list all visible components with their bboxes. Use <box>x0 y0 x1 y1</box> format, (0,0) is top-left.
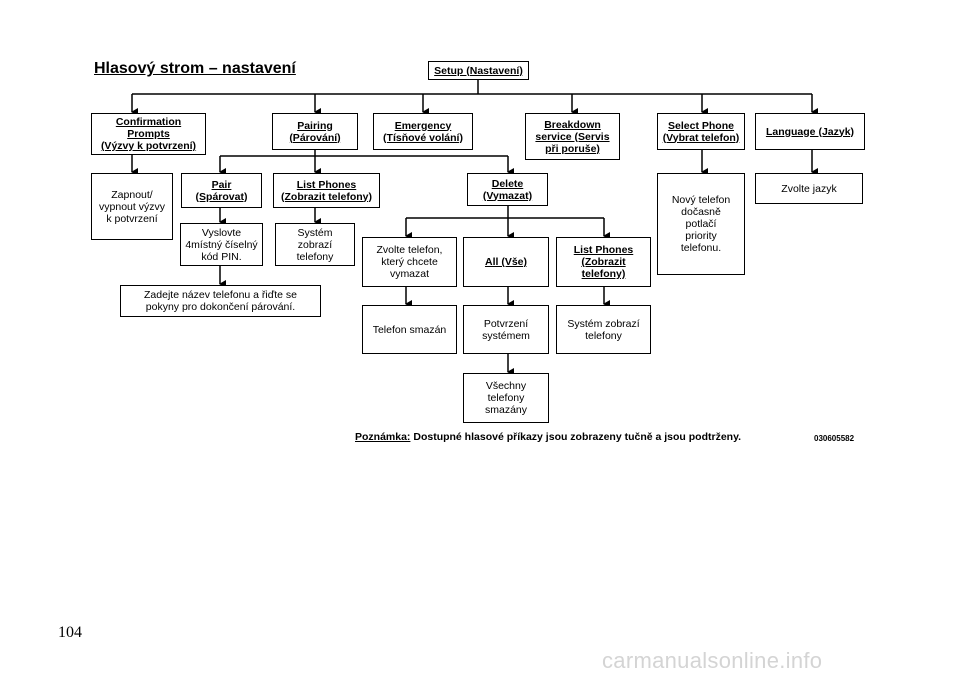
page-title: Hlasový strom – nastavení <box>94 60 296 77</box>
node-pair: Pair (Spárovat) <box>181 173 262 208</box>
node-pairing: Pairing (Párování) <box>272 113 358 150</box>
node-confirmation-prompts: Confirmation Prompts (Výzvy k potvrzení) <box>91 113 206 155</box>
node-emergency: Emergency (Tísňové volání) <box>373 113 473 150</box>
node-select-phone: Select Phone (Vybrat telefon) <box>657 113 745 150</box>
node-list-phones: List Phones (Zobrazit telefony) <box>273 173 380 208</box>
node-choose-phone-to-delete: Zvolte telefon, který chcete vymazat <box>362 237 457 287</box>
node-language: Language (Jazyk) <box>755 113 865 150</box>
node-phone-deleted: Telefon smazán <box>362 305 457 354</box>
watermark: carmanualsonline.info <box>602 648 823 673</box>
node-all: All (Vše) <box>463 237 549 287</box>
node-enter-phone-name: Zadejte název telefonu a řiďte se pokyny… <box>120 285 321 317</box>
node-breakdown-service: Breakdown service (Servis při poruše) <box>525 113 620 160</box>
page-number: 104 <box>58 624 82 641</box>
footnote-label: Poznámka: <box>355 431 411 443</box>
node-system-shows-phones-2: Systém zobrazí telefony <box>556 305 651 354</box>
node-new-phone: Nový telefon dočasně potlačí priority te… <box>657 173 745 275</box>
node-system-confirmation: Potvrzení systémem <box>463 305 549 354</box>
node-delete: Delete (Vymazat) <box>467 173 548 206</box>
figure-code: 030605582 <box>814 434 855 443</box>
node-toggle-prompts: Zapnout/ vypnout výzvy k potvrzení <box>91 173 173 240</box>
footnote: Poznámka: Dostupné hlasové příkazy jsou … <box>355 431 741 443</box>
node-all-phones-deleted: Všechny telefony smazány <box>463 373 549 423</box>
node-setup: Setup (Nastavení) <box>428 61 529 80</box>
node-list-phones-2: List Phones (Zobrazit telefony) <box>556 237 651 287</box>
node-choose-language: Zvolte jazyk <box>755 173 863 204</box>
node-system-shows-phones: Systém zobrazí telefony <box>275 223 355 266</box>
node-say-pin: Vyslovte 4místný číselný kód PIN. <box>180 223 263 266</box>
footnote-text: Dostupné hlasové příkazy jsou zobrazeny … <box>410 431 742 443</box>
